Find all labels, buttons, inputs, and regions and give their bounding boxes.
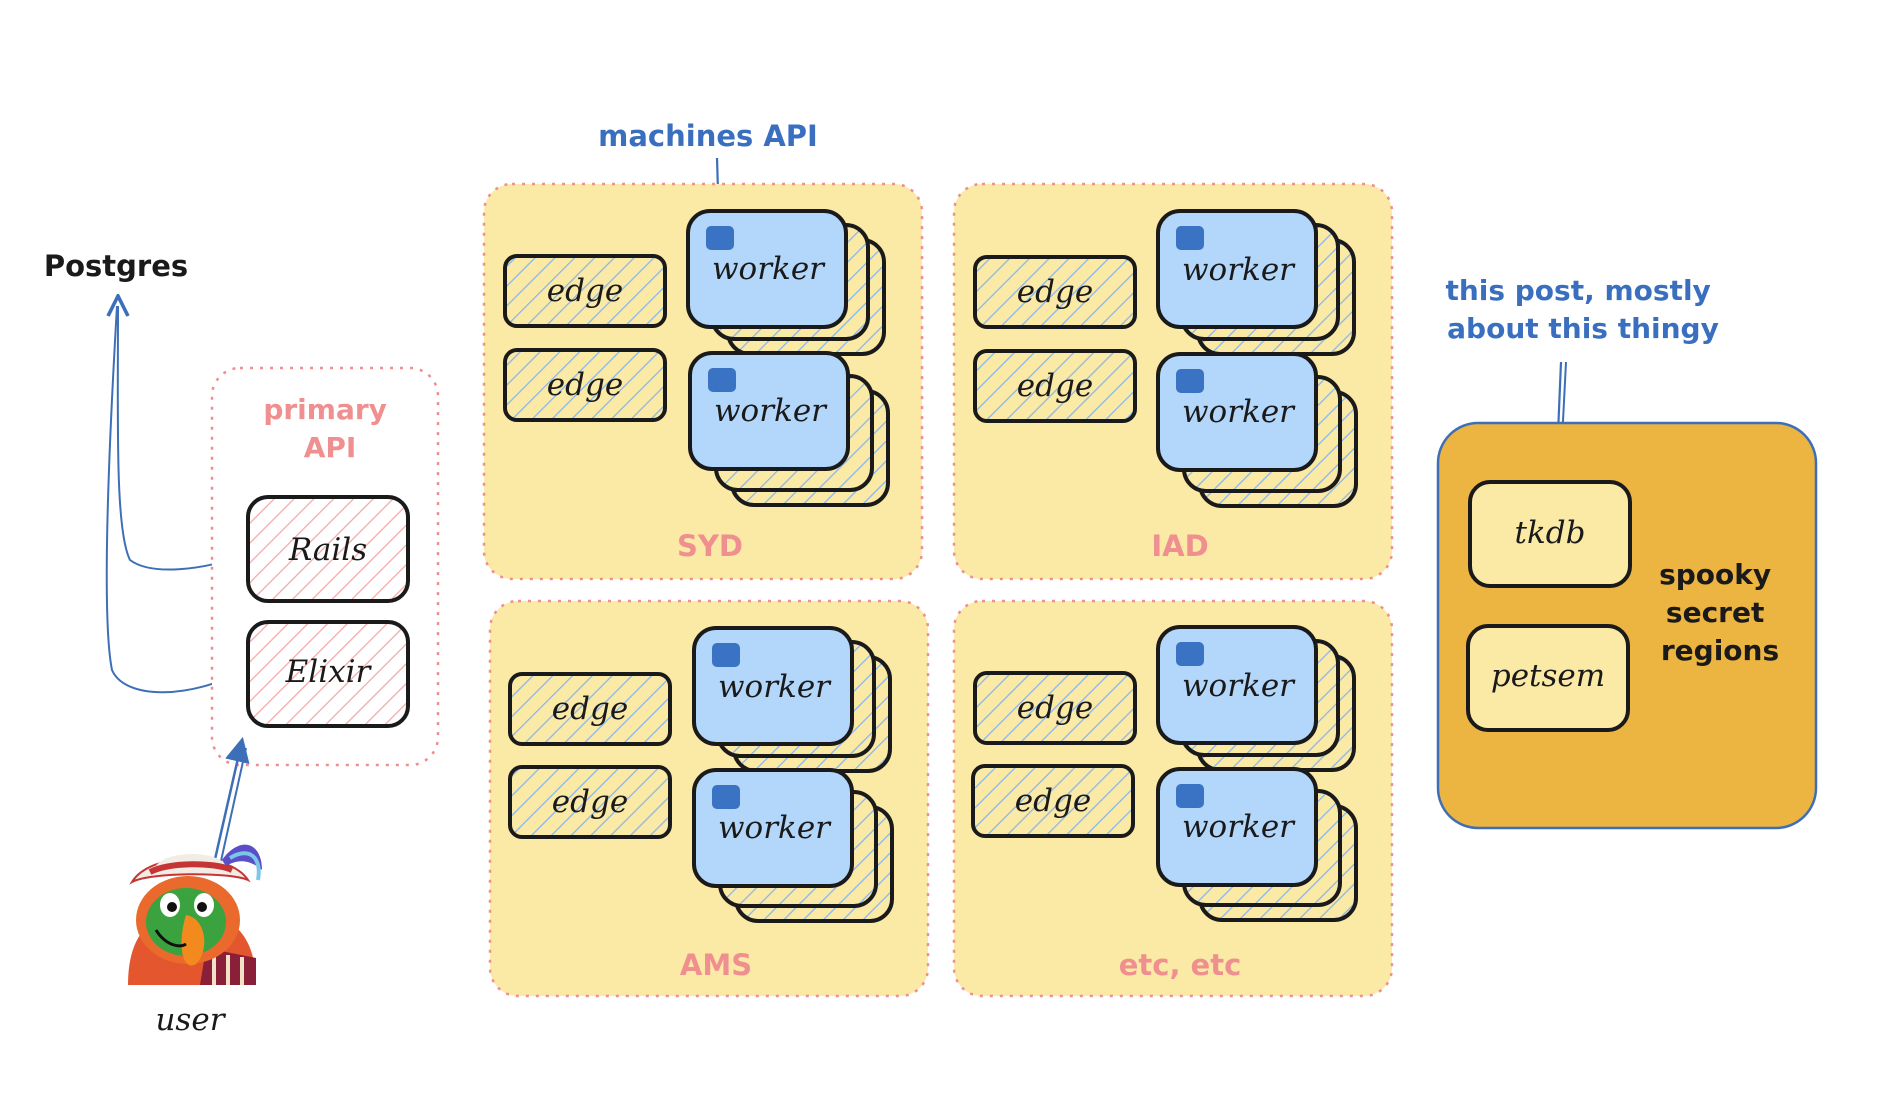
region-syd: SYD edge edge worker worker: [482, 182, 924, 581]
postgres-label: Postgres: [44, 249, 188, 283]
spooky-secret-regions: tkdb petsem spooky secret regions: [1436, 421, 1818, 830]
worker-label: worker: [718, 810, 832, 846]
region-label: IAD: [1151, 529, 1208, 563]
edge-label: edge: [547, 367, 623, 403]
worker-label: worker: [1182, 252, 1296, 288]
worker-node[interactable]: worker: [1156, 767, 1318, 887]
worker-node[interactable]: worker: [692, 768, 854, 888]
worker-label: worker: [1182, 394, 1296, 430]
machine-chip-icon: [1176, 369, 1204, 393]
edge-node[interactable]: [508, 672, 672, 746]
region-ams: AMS edge edge worker worker: [488, 599, 930, 998]
elixir-label: Elixir: [285, 654, 373, 690]
machine-chip-icon: [712, 643, 740, 667]
worker-label: worker: [712, 251, 826, 287]
edge-node[interactable]: [508, 765, 672, 839]
edge-label: edge: [552, 784, 628, 820]
worker-label: worker: [1182, 668, 1296, 704]
worker-node[interactable]: worker: [692, 626, 854, 746]
user-avatar-illustration: [128, 844, 262, 985]
petsem-node[interactable]: petsem: [1466, 624, 1630, 732]
machine-chip-icon: [1176, 226, 1204, 250]
region-label: AMS: [680, 948, 752, 982]
spooky-label: spooky secret regions: [1659, 558, 1781, 667]
machine-chip-icon: [708, 368, 736, 392]
edge-label: edge: [1017, 368, 1093, 404]
worker-node[interactable]: worker: [686, 209, 848, 329]
rails-node[interactable]: Rails: [246, 495, 410, 603]
petsem-label: petsem: [1491, 658, 1605, 694]
edge-node[interactable]: [503, 254, 667, 328]
edge-node[interactable]: [973, 255, 1137, 329]
rails-to-postgres-arrow: [118, 306, 251, 571]
elixir-to-postgres-arrow: [105, 305, 251, 694]
rails-label: Rails: [288, 532, 367, 568]
region-iad: IAD edge edge worker worker: [952, 182, 1394, 581]
edge-node[interactable]: [503, 348, 667, 422]
user-label: user: [155, 1002, 226, 1038]
edge-label: edge: [1017, 274, 1093, 310]
machine-chip-icon: [1176, 784, 1204, 808]
worker-node[interactable]: worker: [1156, 625, 1318, 745]
edge-node[interactable]: [973, 349, 1137, 423]
user-to-api-arrow: [211, 736, 250, 869]
tkdb-label: tkdb: [1515, 515, 1586, 551]
worker-label: worker: [1182, 809, 1296, 845]
region-label: etc, etc: [1119, 948, 1242, 982]
edge-label: edge: [1015, 783, 1091, 819]
worker-node[interactable]: worker: [1156, 209, 1318, 329]
elixir-node[interactable]: Elixir: [246, 620, 410, 728]
tkdb-node[interactable]: tkdb: [1468, 480, 1632, 588]
region-label: SYD: [677, 529, 743, 563]
worker-node[interactable]: worker: [1156, 352, 1318, 472]
machine-chip-icon: [706, 226, 734, 250]
primary-api-label: primary API: [263, 393, 396, 464]
edge-node[interactable]: [973, 671, 1137, 745]
edge-label: edge: [547, 273, 623, 309]
annotation-note: this post, mostly about this thingy: [1445, 274, 1720, 345]
worker-node[interactable]: worker: [688, 351, 850, 471]
machines-api-label: machines API: [598, 119, 818, 153]
worker-label: worker: [714, 393, 828, 429]
worker-label: worker: [718, 669, 832, 705]
machine-chip-icon: [1176, 642, 1204, 666]
edge-node[interactable]: [971, 764, 1135, 838]
machine-chip-icon: [712, 785, 740, 809]
edge-label: edge: [552, 691, 628, 727]
region-etc: etc, etc edge edge worker worker: [952, 599, 1394, 998]
edge-label: edge: [1017, 690, 1093, 726]
